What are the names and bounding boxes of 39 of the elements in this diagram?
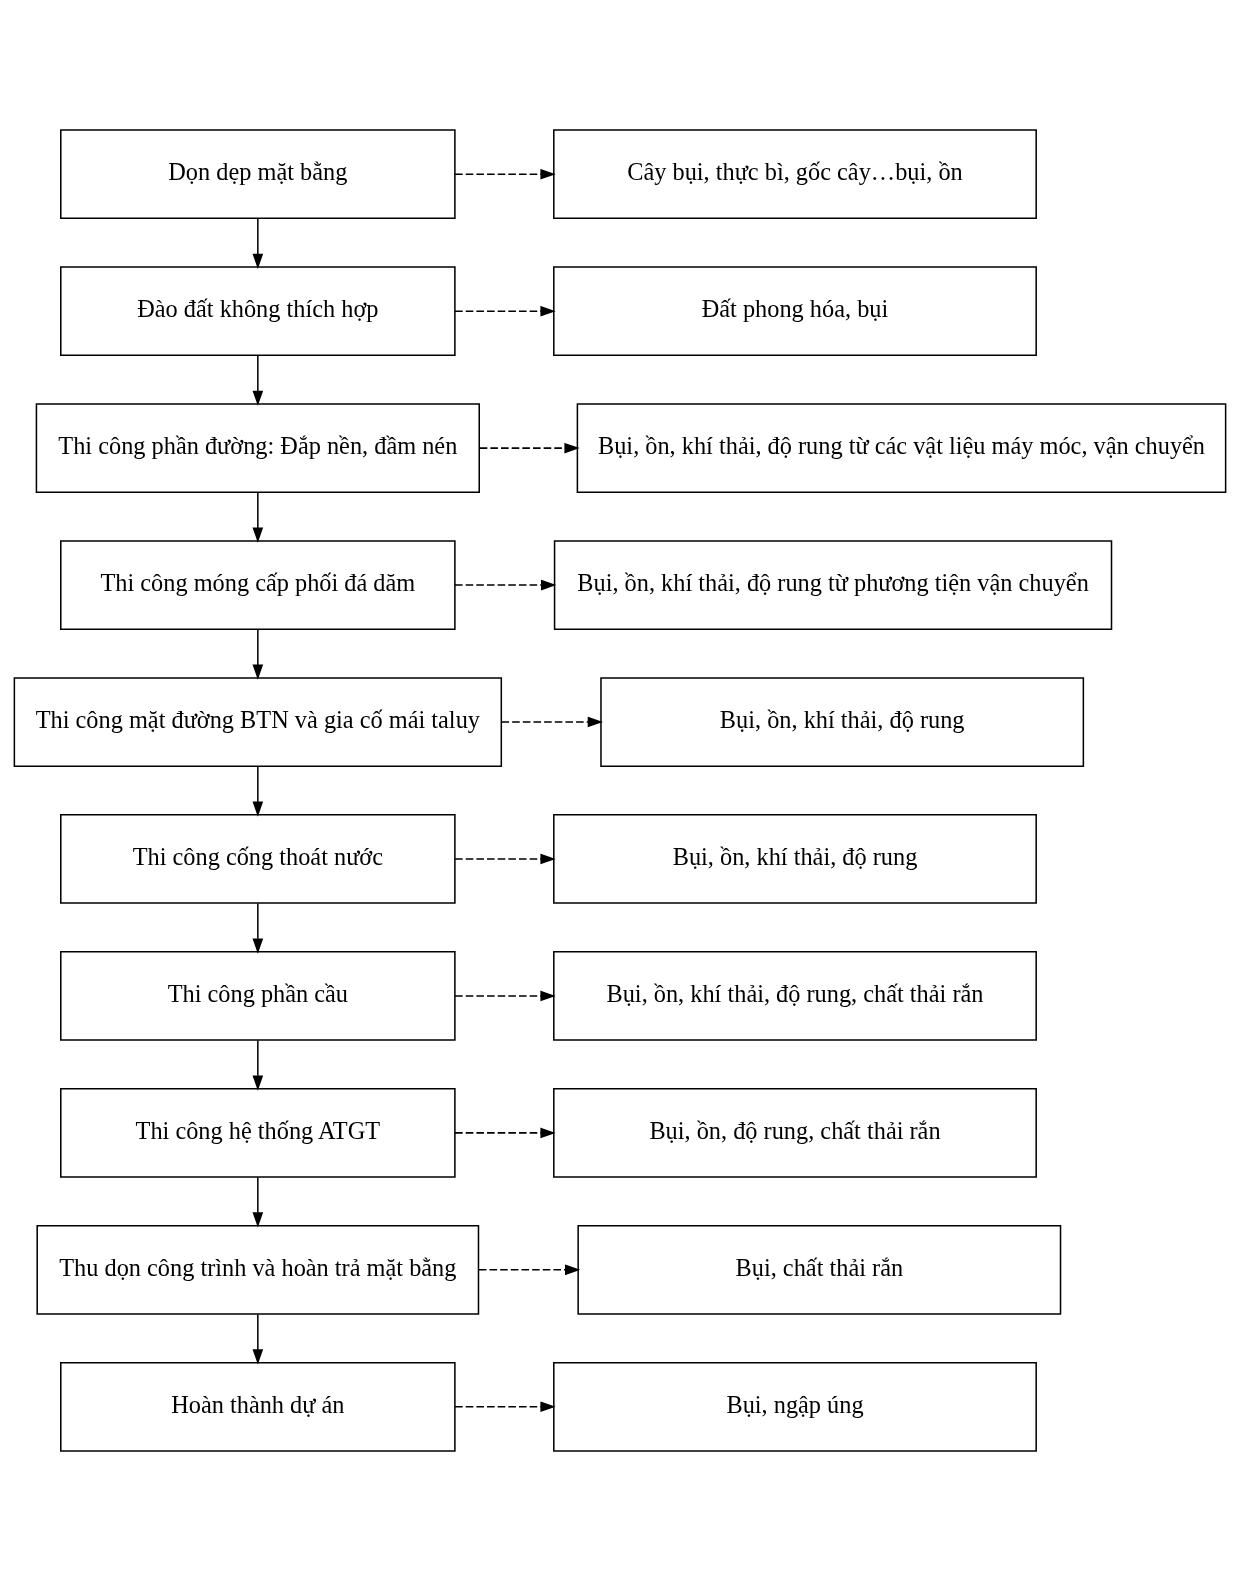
arrow: [478, 1264, 581, 1276]
node-box: Hoàn thành dự án: [60, 1361, 456, 1452]
node-box: Đào đất không thích hợp: [60, 266, 456, 357]
arrow: [252, 355, 264, 406]
node-box: Thi công phần cầu: [60, 951, 456, 1041]
arrow: [252, 1039, 264, 1091]
node-box: Bụi, ồn, khí thải, độ rung từ các vật liệu máy móc, vận chuyển: [576, 403, 1227, 493]
node-box: Bụi, ngập úng: [553, 1361, 1037, 1452]
node-box: Bụi, ồn, khí thải, độ rung: [600, 677, 1085, 767]
node-box: Thi công phần đường: Đắp nền, đầm nén: [35, 403, 480, 493]
arrow: [454, 853, 556, 865]
node-box: Bụi, ồn, độ rung, chất thải rắn: [553, 1088, 1037, 1178]
node-box: Thu dọn công trình và hoàn trả mặt bằng: [36, 1224, 480, 1315]
arrow: [454, 1401, 556, 1413]
arrow: [454, 990, 556, 1002]
node-box: Dọn dẹp mặt bằng: [60, 129, 456, 220]
arrow: [478, 442, 580, 454]
arrow: [454, 305, 556, 317]
node-box: Bụi, ồn, khí thải, độ rung: [553, 814, 1037, 904]
arrow: [252, 492, 264, 543]
node-box: Thi công móng cấp phối đá dăm: [60, 540, 456, 630]
node-box: Thi công mặt đường BTN và gia cố mái taluy: [13, 677, 503, 767]
node-box: Bụi, ồn, khí thải, độ rung, chất thải rắn: [553, 951, 1037, 1041]
arrow: [252, 628, 264, 680]
node-box: Bụi, chất thải rắn: [577, 1224, 1062, 1315]
node-box: Đất phong hóa, bụi: [553, 266, 1037, 357]
node-box: Cây bụi, thực bì, gốc cây…bụi, ồn: [553, 129, 1037, 220]
node-box: Thi công cống thoát nước: [60, 814, 456, 904]
arrow: [252, 218, 264, 269]
arrow: [454, 579, 557, 591]
arrow: [454, 1127, 556, 1139]
arrow: [252, 1176, 264, 1228]
arrow: [500, 716, 603, 728]
arrow: [252, 765, 264, 817]
arrow: [454, 168, 556, 180]
node-box: Thi công hệ thống ATGT: [60, 1088, 456, 1178]
arrow: [252, 902, 264, 954]
arrow: [252, 1313, 264, 1365]
node-box: Bụi, ồn, khí thải, độ rung từ phương tiện vận chuyển: [553, 540, 1113, 630]
